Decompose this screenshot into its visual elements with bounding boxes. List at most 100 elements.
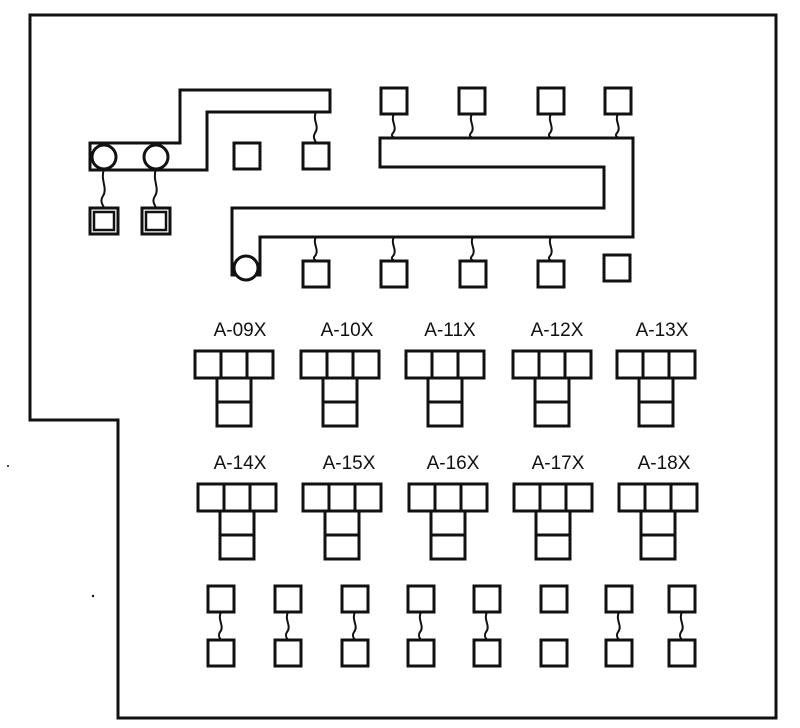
relay-block-a12 (511, 349, 593, 428)
fuse-bottom-3 (458, 259, 488, 289)
fuse-bottom-1 (301, 259, 331, 289)
relay-block-a18-stem-lower (639, 533, 677, 561)
relay-block-a15-top-middle (327, 482, 357, 513)
wire-upper-2 (312, 111, 318, 144)
fuse-pair-1-top (206, 584, 236, 614)
relay-block-a18 (617, 482, 699, 561)
fuse-pair-2-top (273, 584, 303, 614)
fuse-pair-8-top (667, 584, 697, 614)
relay-left-1-inner (92, 210, 116, 232)
relay-block-a15-stem-lower (323, 533, 361, 561)
wire-round-fuse-2 (152, 168, 158, 209)
fuse-pair-7-top (604, 584, 634, 614)
panel-outline (28, 13, 778, 720)
bus-bar-serpentine (230, 136, 635, 277)
bus-bar-upper-left (88, 88, 332, 172)
fuse-pair-5-top (472, 584, 502, 614)
connector-label-a17: A-17X (532, 453, 585, 474)
relay-block-a16-stem-lower (429, 533, 467, 561)
bottom-fuse-pairs (206, 584, 697, 668)
relay-blocks (193, 349, 699, 561)
relay-block-a15-stem-upper (323, 509, 361, 537)
fuse-pair-6-top (539, 584, 569, 614)
relay-block-a16 (407, 482, 489, 561)
relay-block-a10-stem-lower (321, 400, 359, 428)
relay-block-a09-top-middle (219, 349, 249, 380)
fuse-bottom-5 (602, 253, 632, 283)
relay-block-a14-top-middle (222, 482, 252, 513)
fuse-square-upper-2 (301, 141, 331, 171)
relay-block-a10-top-middle (325, 349, 355, 380)
wire-round-fuse-1 (100, 168, 106, 209)
fuse-pair-8-bottom (667, 638, 697, 668)
relay-block-a13-stem-upper (637, 376, 675, 404)
fuse-pair-7-bottom (604, 638, 634, 668)
connector-label-a13: A-13X (636, 320, 689, 341)
fuse-pair-3-wire (351, 611, 357, 641)
wire-bottom-1 (312, 236, 318, 262)
relay-block-a15 (301, 482, 383, 561)
stray-dot-1 (91, 594, 95, 598)
wire-top-1 (390, 113, 396, 139)
relay-block-a17-stem-upper (534, 509, 572, 537)
fuse-pair-5-wire (483, 611, 489, 641)
fuse-pair-6-bottom (539, 638, 569, 668)
relay-block-a12-top-middle (537, 349, 567, 380)
fuse-pair-4-wire (417, 611, 423, 641)
relay-block-a13 (615, 349, 697, 428)
relay-block-a16-stem-upper (429, 509, 467, 537)
fuse-pair-3-top (340, 584, 370, 614)
relay-block-a13-stem-lower (637, 400, 675, 428)
relay-block-a12-stem-upper (533, 376, 571, 404)
relay-block-a14-stem-lower (218, 533, 256, 561)
relay-block-a09 (193, 349, 275, 428)
relay-block-a13-top-middle (641, 349, 671, 380)
relay-block-a10 (299, 349, 381, 428)
connector-label-a15: A-15X (323, 453, 376, 474)
relay-block-a11-stem-lower (426, 400, 464, 428)
round-fuse-2 (142, 143, 170, 171)
connector-label-a18: A-18X (638, 453, 691, 474)
connector-label-a11: A-11X (424, 320, 476, 341)
wire-top-2 (468, 113, 474, 139)
wire-bottom-3 (469, 236, 475, 262)
wire-bottom-4 (547, 236, 553, 262)
connector-label-a09: A-09X (214, 320, 267, 341)
fuse-pair-3-bottom (340, 638, 370, 668)
fuse-bottom-2 (379, 259, 409, 289)
fuse-pair-8-wire (678, 611, 684, 641)
fuse-top-2 (457, 86, 487, 116)
relay-block-a14 (196, 482, 278, 561)
fuse-pair-2-wire (284, 611, 290, 641)
fuse-pair-1-bottom (206, 638, 236, 668)
round-fuse-3 (232, 254, 260, 282)
connector-label-a14: A-14X (214, 453, 267, 474)
fuse-square-upper-1 (232, 141, 262, 171)
connector-label-a12: A-12X (531, 320, 584, 341)
fuse-pair-2-bottom (273, 638, 303, 668)
round-fuse-1 (90, 143, 118, 171)
relay-block-a17-stem-lower (534, 533, 572, 561)
connector-label-a10: A-10X (321, 320, 374, 341)
relay-block-a17-top-middle (538, 482, 568, 513)
fuse-bottom-4 (536, 259, 566, 289)
relay-block-a11-stem-upper (426, 376, 464, 404)
wire-top-3 (547, 113, 553, 139)
fuse-pair-5-bottom (472, 638, 502, 668)
relay-block-a12-stem-lower (533, 400, 571, 428)
relay-block-a09-stem-lower (215, 400, 253, 428)
fuse-pair-7-wire (615, 611, 621, 641)
relay-block-a17 (512, 482, 594, 561)
relay-block-a18-stem-upper (639, 509, 677, 537)
fuse-top-4 (603, 86, 633, 116)
fuse-pair-4-top (406, 584, 436, 614)
relay-block-a16-top-middle (433, 482, 463, 513)
relay-block-a14-stem-upper (218, 509, 256, 537)
wire-top-4 (614, 113, 620, 139)
fuse-top-1 (379, 86, 409, 116)
stray-dot-2 (7, 465, 9, 467)
fuse-pair-1-wire (217, 611, 223, 641)
relay-block-a11 (404, 349, 486, 428)
relay-block-a09-stem-upper (215, 376, 253, 404)
